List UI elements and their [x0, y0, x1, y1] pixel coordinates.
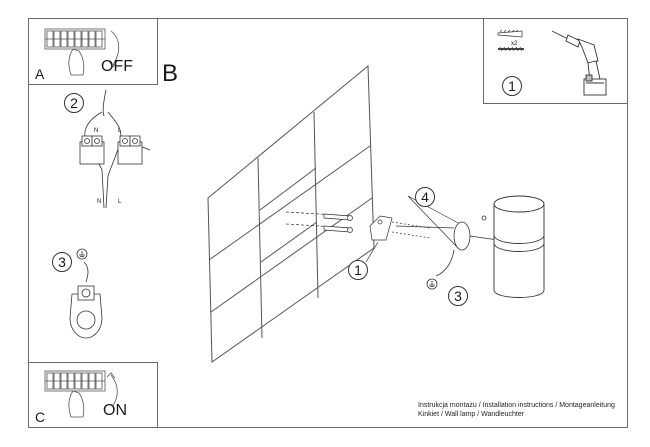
wall-plate-step-badge: 1 [348, 260, 368, 280]
live-label-bottom: L [118, 199, 122, 205]
earth-terminal-icon [69, 248, 103, 339]
power-off-label: OFF [101, 58, 133, 75]
power-on-label: ON [103, 402, 127, 419]
earth-step-badge: 3 [52, 252, 72, 272]
cable-step-badge: 4 [415, 187, 435, 207]
earth-main-step-badge: 3 [448, 286, 468, 306]
caption-line-2: Kinkiet / Wall lamp / Wandleuchter [418, 411, 525, 418]
outer-frame [28, 18, 628, 428]
panel-a: A OFF [28, 18, 158, 85]
wiring-step-badge: 2 [64, 93, 84, 113]
panel-c-letter: C [35, 409, 46, 425]
instructions-caption: Instrukcja montażu / Installation instru… [418, 401, 615, 419]
panel-c: C ON [28, 362, 158, 428]
terminal-block-wiring-diagram [79, 89, 151, 209]
tools-panel: x2 1 [483, 18, 628, 104]
drill-icon [551, 30, 607, 96]
caption-line-1: Instrukcja montażu / Installation instru… [418, 402, 615, 409]
neutral-label-bottom: N [97, 199, 102, 205]
fuse-box-on-icon [44, 370, 118, 418]
panel-b-letter: B [162, 60, 179, 87]
fuse-box-off-icon [44, 28, 120, 76]
live-label-top: L [118, 128, 122, 134]
tools-step-badge: 1 [502, 76, 522, 96]
panel-a-letter: A [35, 66, 45, 82]
anchor-count: x2 [511, 41, 518, 47]
neutral-label-top: N [94, 128, 99, 134]
anchors-and-screws-icon [497, 29, 524, 52]
